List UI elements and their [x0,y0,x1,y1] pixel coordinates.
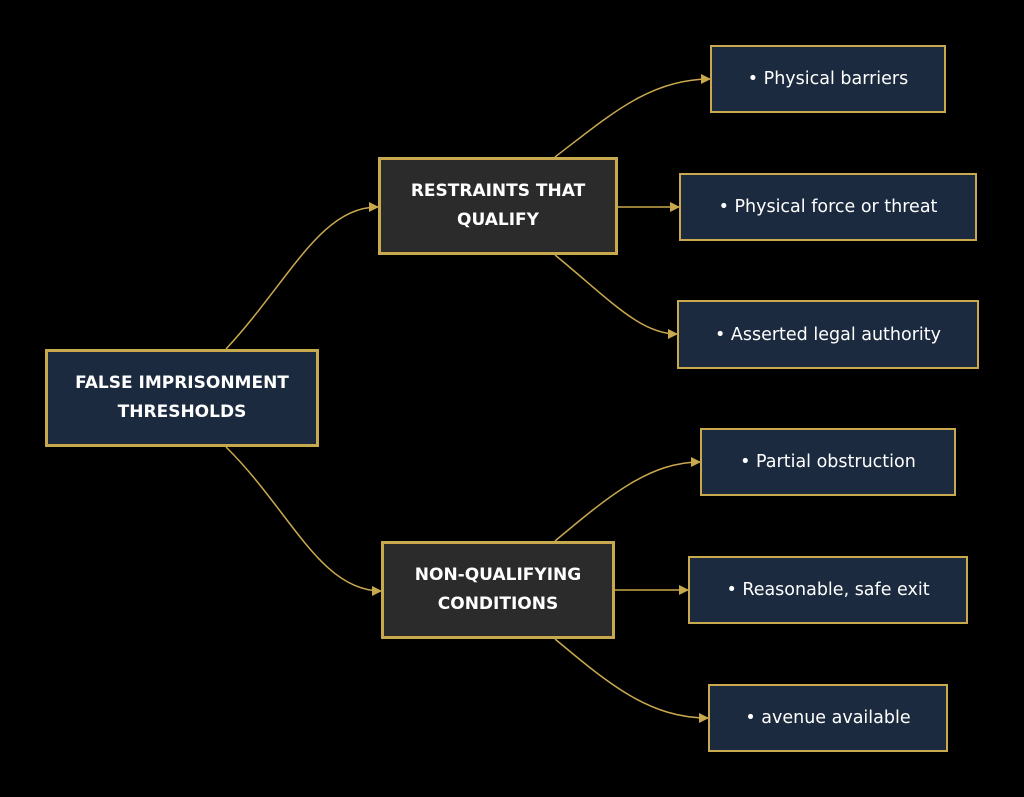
leaf-node-physical-barriers: • Physical barriers [710,45,946,113]
branch-node-label: RESTRAINTS THAT QUALIFY [410,181,586,230]
edge-qualifying-to-legal-authority [554,254,678,339]
leaf-node-avenue-available: • avenue available [708,684,948,752]
leaf-node-label: • Physical force or threat [718,197,938,217]
leaf-node-physical-force: • Physical force or threat [679,173,977,241]
leaf-node-safe-exit: • Reasonable, safe exit [688,556,968,624]
edge-root-to-qualifying [225,202,379,350]
root-node-label: FALSE IMPRISONMENT THRESHOLDS [75,373,289,422]
root-node: FALSE IMPRISONMENT THRESHOLDS [45,349,319,447]
leaf-node-legal-authority: • Asserted legal authority [677,300,979,369]
branch-node-qualifying-restraints: RESTRAINTS THAT QUALIFY [378,157,618,255]
edge-non-qualifying-to-avenue-available [554,638,709,723]
leaf-node-label: • Partial obstruction [740,452,916,472]
leaf-node-label: • avenue available [745,708,911,728]
edge-root-to-non-qualifying [225,446,382,596]
branch-node-non-qualifying-conditions: NON-QUALIFYING CONDITIONS [381,541,615,639]
leaf-node-partial-obstruction: • Partial obstruction [700,428,956,496]
edge-qualifying-to-physical-barriers [554,74,711,158]
branch-node-label: NON-QUALIFYING CONDITIONS [414,565,582,614]
leaf-node-label: • Asserted legal authority [715,324,941,345]
leaf-node-label: • Physical barriers [747,69,909,89]
edge-non-qualifying-to-partial-obstruction [554,457,701,542]
leaf-node-label: • Reasonable, safe exit [726,580,930,600]
